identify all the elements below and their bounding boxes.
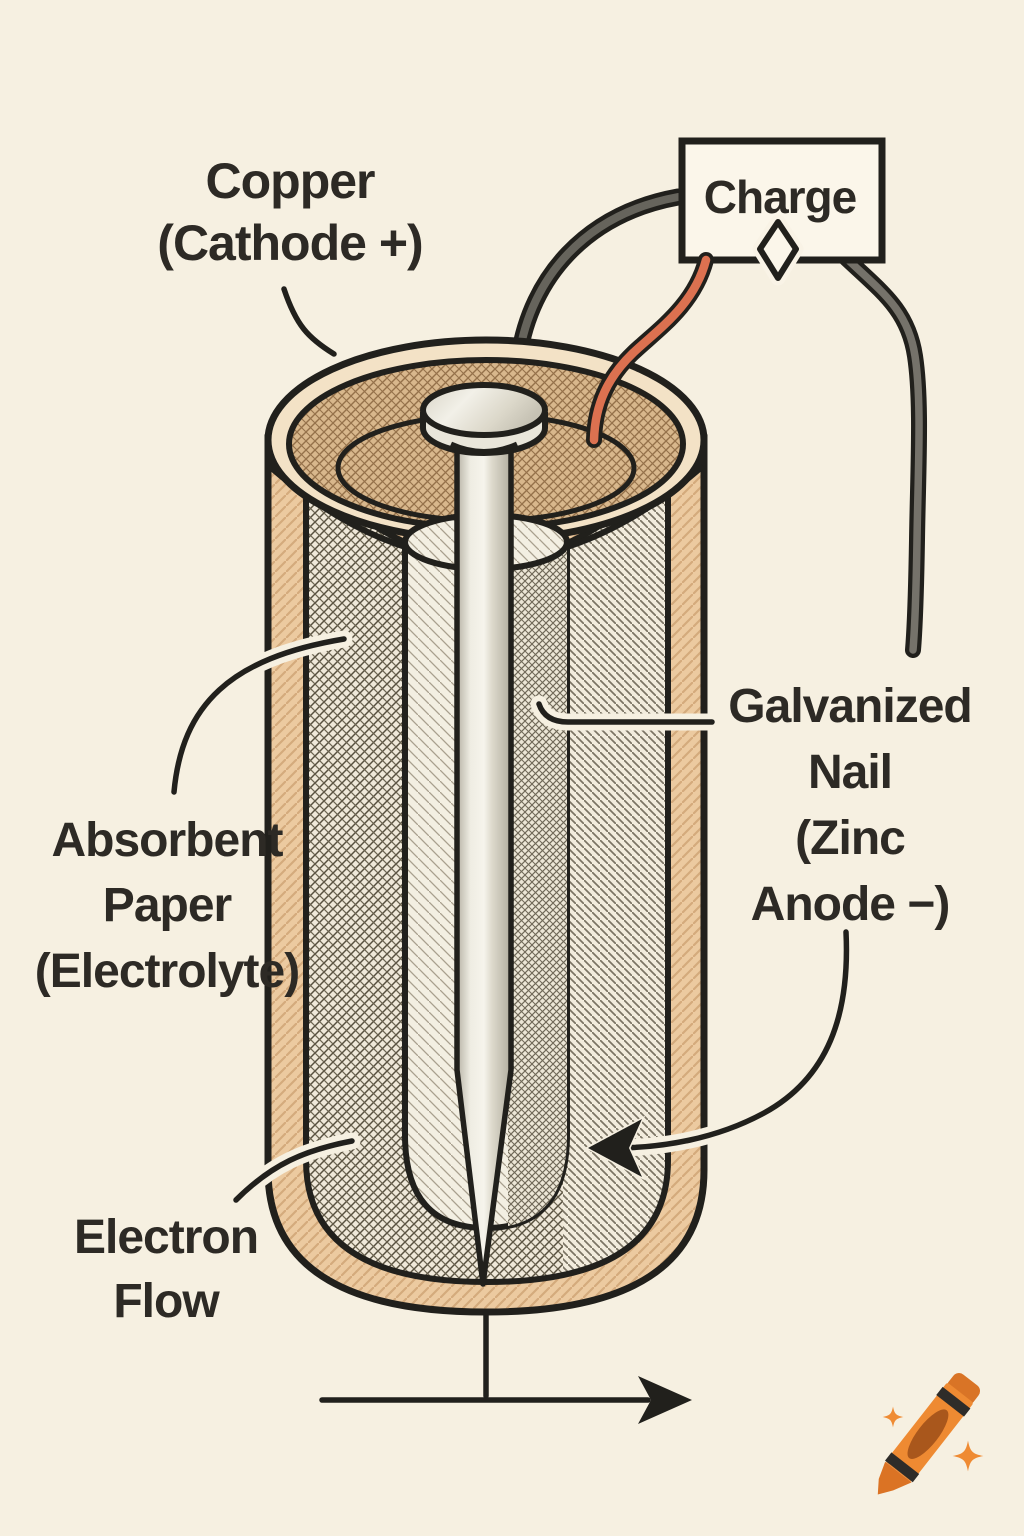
nail-label-line3: (Zinc [795,812,905,865]
leader-copper [281,286,337,357]
copper-label-line2: (Cathode +) [157,215,422,271]
nail-label-line4: Anode −) [751,878,950,931]
leader-zinc-anode [611,929,850,1151]
sparkle-icon [952,1440,984,1472]
electron-label-line1: Electron [74,1211,258,1264]
electron-label-line2: Flow [113,1275,220,1328]
paper-label-line1: Absorbent [52,814,284,867]
flow-arrowhead-icon [638,1376,692,1424]
leader-absorbent-paper [171,636,347,795]
crayon-watermark [877,1373,984,1495]
leader-galvanized-nail [536,701,715,725]
crayon-icon [877,1373,981,1495]
anode-arrowhead [588,1119,642,1177]
right-hatch-layer [563,470,668,1282]
leader-lines [165,280,855,1209]
nail [420,382,548,1287]
paper-label-line3: (Electrolyte) [35,945,299,998]
charge-box: Charge [678,137,886,286]
wire-orange [586,252,714,448]
inner-tube-shading [508,542,567,1228]
nail-head [420,382,548,438]
wire-dark [510,188,687,365]
wire-gray [838,250,928,658]
nail-label-line2: Nail [808,746,892,799]
nail-collar [449,441,519,454]
leader-electron-flow [233,1138,355,1203]
copper-label-line1: Copper [206,153,376,209]
diamond-arrow-icon [757,219,799,281]
electron-flow-arrow [319,1311,692,1424]
paper-label-line2: Paper [103,879,232,932]
diagram-labels: Copper (Cathode +) Galvanized Nail (Zinc… [35,153,973,1328]
charge-label: Charge [704,171,857,223]
nail-label-line1: Galvanized [728,680,971,733]
sparkle-icon [882,1406,904,1428]
